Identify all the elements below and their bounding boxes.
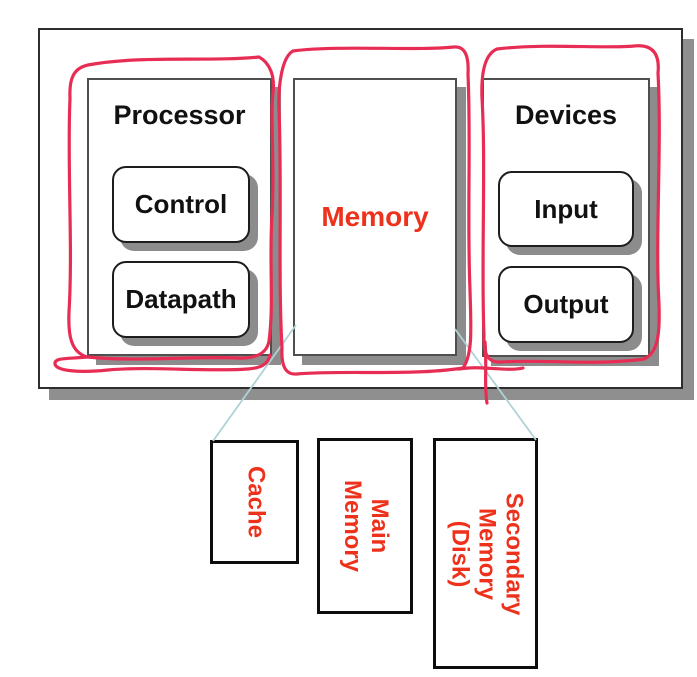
memory-title: Memory — [321, 201, 429, 232]
secondary-memory-box: Secondary Memory (Disk) — [433, 438, 538, 669]
cache-label: Cache — [241, 465, 269, 539]
input-label: Input — [534, 193, 598, 224]
memory-box: Memory — [293, 78, 457, 356]
datapath-label: Datapath — [125, 284, 237, 314]
control-label: Control — [134, 189, 228, 219]
processor-title: Processor — [113, 100, 246, 130]
devices-title: Devices — [514, 100, 618, 130]
control-box: Control — [112, 166, 250, 243]
cache-box: Cache — [210, 440, 299, 564]
secondary-memory-label: Secondary Memory (Disk) — [446, 492, 527, 615]
main-memory-label: Main Memory — [339, 479, 393, 573]
datapath-box: Datapath — [112, 261, 250, 338]
output-label: Output — [523, 289, 609, 319]
main-memory-box: Main Memory — [317, 438, 413, 614]
output-box: Output — [498, 266, 634, 343]
input-box: Input — [498, 171, 634, 247]
